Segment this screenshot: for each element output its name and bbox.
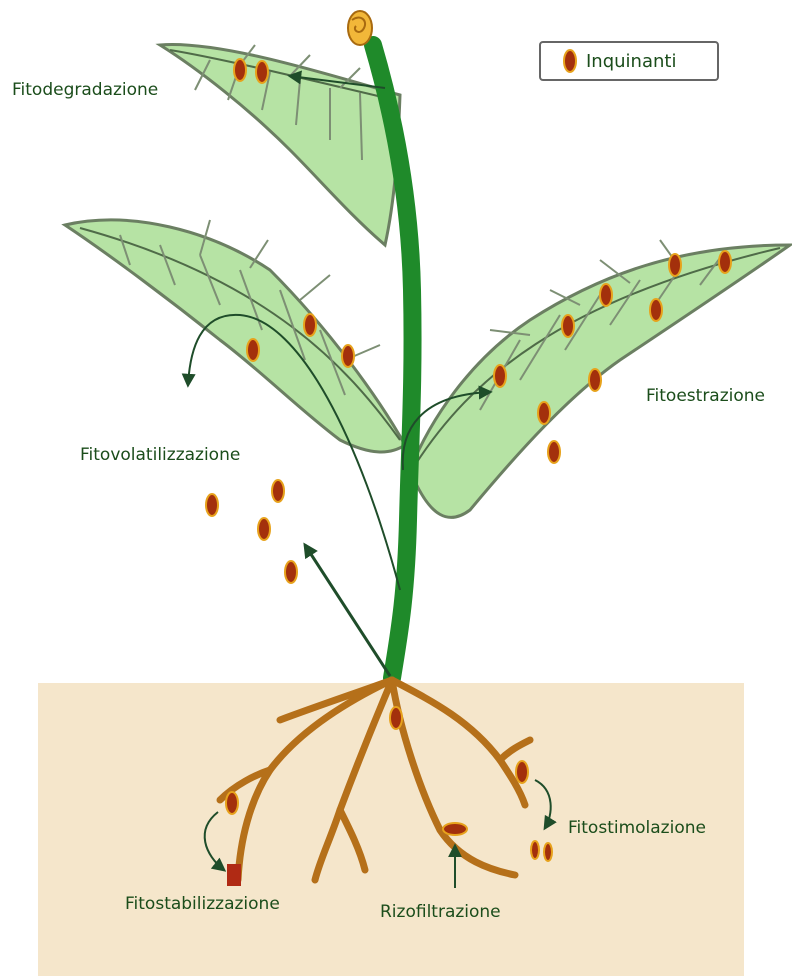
pollutant-marker	[256, 61, 268, 83]
label-fitostabilizzazione: Fitostabilizzazione	[125, 894, 280, 914]
legend-label: Inquinanti	[586, 51, 676, 72]
pollutant-marker	[272, 480, 284, 502]
pollutant-marker	[206, 494, 218, 516]
pollutant-marker	[304, 314, 316, 336]
pollutant-marker	[258, 518, 270, 540]
label-rizofiltrazione: Rizofiltrazione	[380, 902, 501, 922]
pollutant-marker	[538, 402, 550, 424]
arrow-fitovolatilizzazione-straight	[305, 545, 390, 676]
stabilized-pollutant-marker	[227, 864, 241, 886]
pollutant-marker	[342, 345, 354, 367]
pollutant-marker	[247, 339, 259, 361]
coiled-bud-icon	[348, 11, 372, 45]
pollutant-marker	[719, 251, 731, 273]
pollutant-marker	[562, 315, 574, 337]
label-fitostimolazione: Fitostimolazione	[568, 818, 706, 838]
pollutant-marker	[650, 299, 662, 321]
legend: Inquinanti	[540, 42, 718, 80]
pollutant-marker	[589, 369, 601, 391]
pollutant-marker	[234, 59, 246, 81]
pollutant-marker	[443, 823, 467, 835]
label-fitoestrazione: Fitoestrazione	[646, 386, 765, 406]
pollutant-marker	[531, 841, 539, 859]
label-fitodegradazione: Fitodegradazione	[12, 80, 158, 100]
pollutant-marker	[226, 792, 238, 814]
pollutant-marker	[548, 441, 560, 463]
label-fitovolatilizzazione: Fitovolatilizzazione	[80, 445, 240, 465]
pollutant-marker	[494, 365, 506, 387]
pollutant-marker	[600, 284, 612, 306]
pollutant-marker	[285, 561, 297, 583]
pollutant-marker	[544, 843, 552, 861]
pollutant-marker	[669, 254, 681, 276]
frond-middle-left	[65, 220, 405, 452]
pollutant-marker	[390, 707, 402, 729]
legend-pollutant-swatch	[564, 50, 576, 72]
pollutant-marker	[516, 761, 528, 783]
frond-upper-left	[160, 45, 400, 245]
